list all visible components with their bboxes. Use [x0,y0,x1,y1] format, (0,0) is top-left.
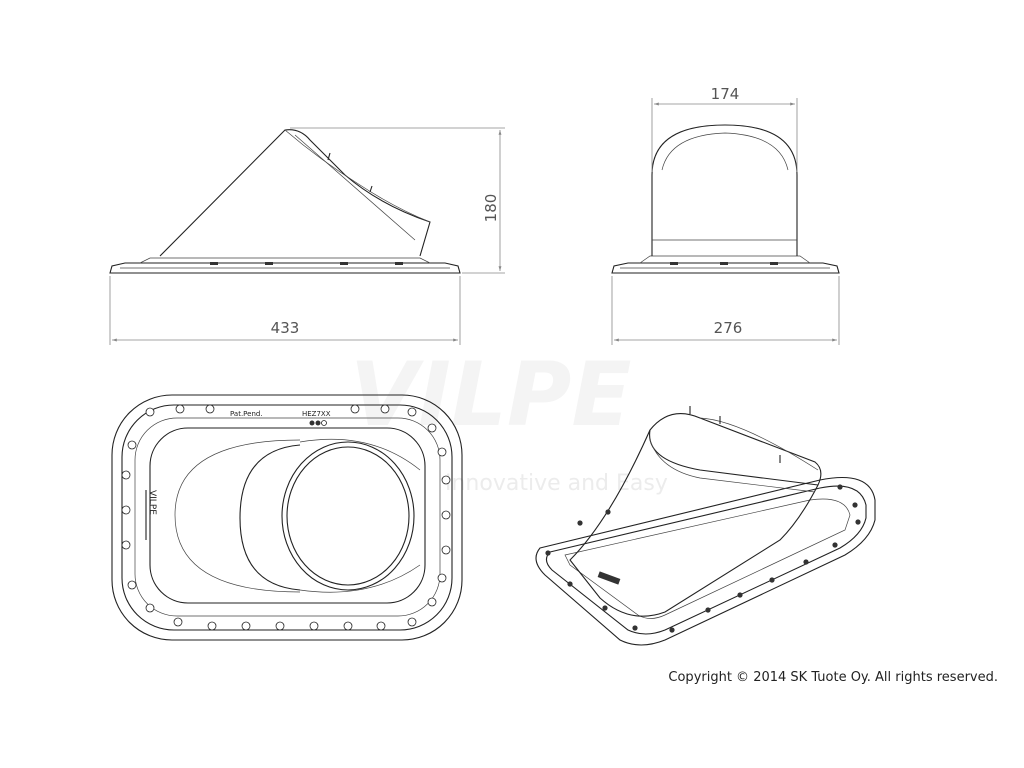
side-width-label: 433 [271,319,300,337]
top-view: VILPE Pat.Pend. HEZ7XX [111,394,463,641]
watermark: VILPE Innovative and Easy [350,343,668,496]
code-text: HEZ7XX [302,410,331,418]
flange-text: Pat.Pend. [230,410,263,418]
front-width-label: 276 [714,319,743,337]
isometric-view [535,406,876,646]
side-view: 433 180 [109,127,505,345]
copyright-notice: Copyright © 2014 SK Tuote Oy. All rights… [668,670,998,685]
front-view: 174 276 [611,85,840,345]
front-top-label: 174 [711,85,740,103]
watermark-tagline: Innovative and Easy [445,471,668,496]
svg-text:VILPE: VILPE [147,490,157,515]
side-height-label: 180 [482,194,500,223]
